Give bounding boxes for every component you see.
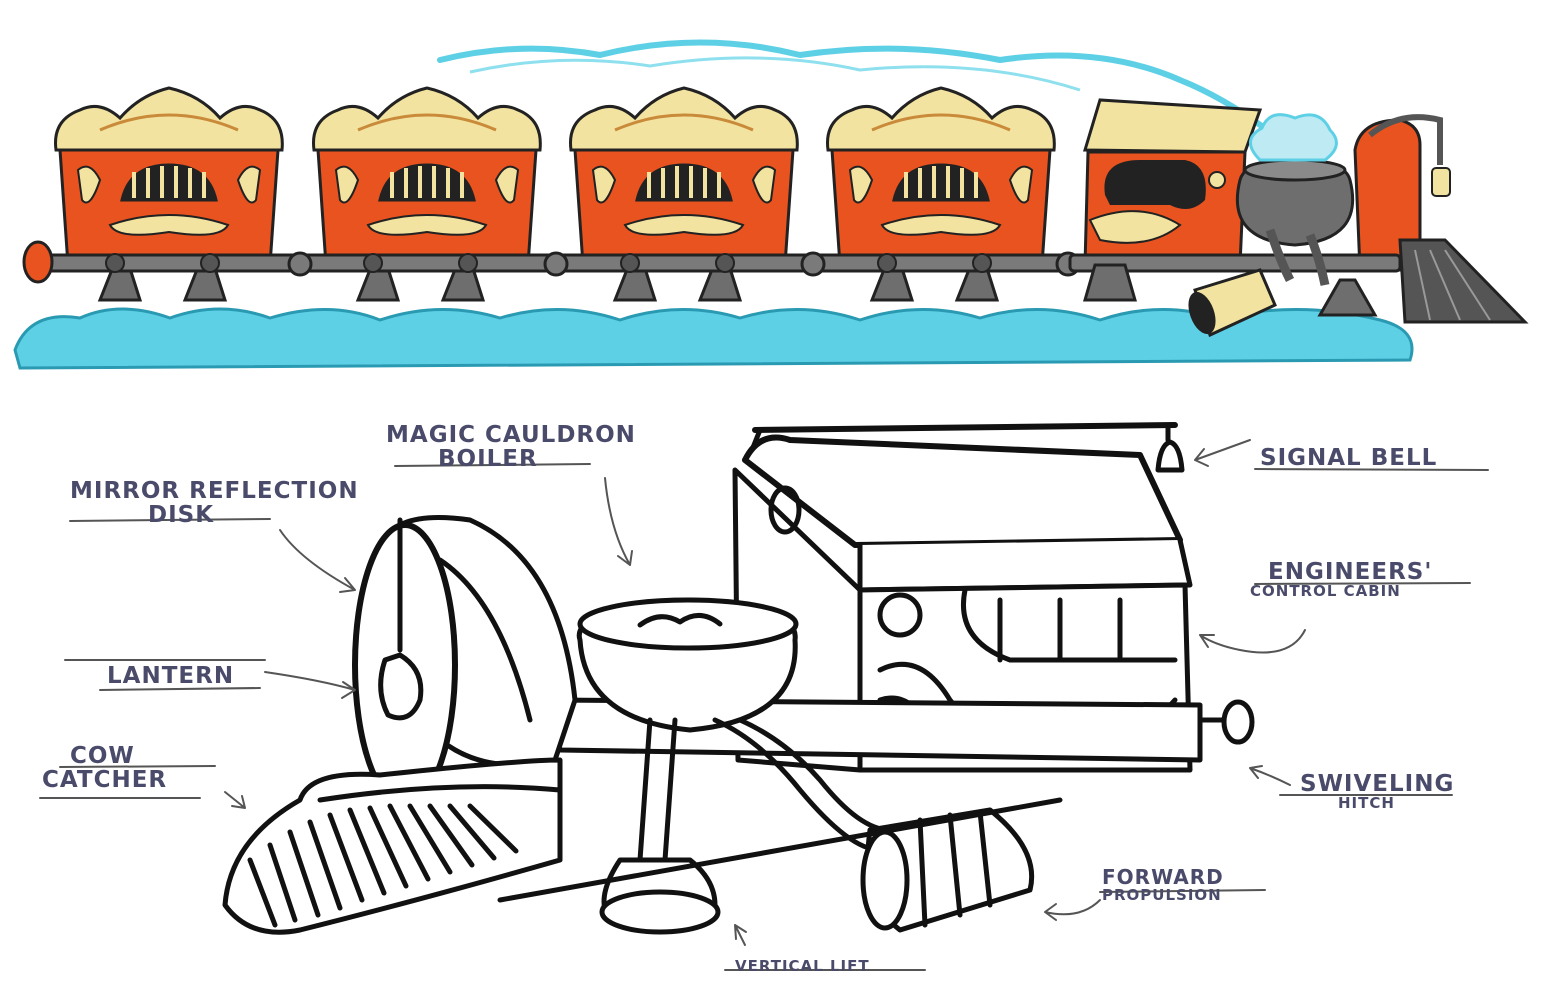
label-swiveling-hitch: SWIVELING HITCH xyxy=(1300,771,1455,813)
label-cow-catcher: COW CATCHER xyxy=(42,743,168,794)
label-vertical-lift: VERTICAL LIFT xyxy=(735,957,870,975)
label-engineers-control-cabin: ENGINEERS' CONTROL CABIN xyxy=(1250,559,1433,601)
label-forward-propulsion: FORWARD PROPULSION xyxy=(1102,865,1224,904)
label-lantern: LANTERN xyxy=(107,663,235,689)
label-magic-cauldron-boiler: MAGIC CAULDRON BOILER xyxy=(386,422,636,473)
label-signal-bell: SIGNAL BELL xyxy=(1260,445,1438,471)
label-mirror-reflection-disk: MIRROR REFLECTION DISK xyxy=(70,478,359,529)
